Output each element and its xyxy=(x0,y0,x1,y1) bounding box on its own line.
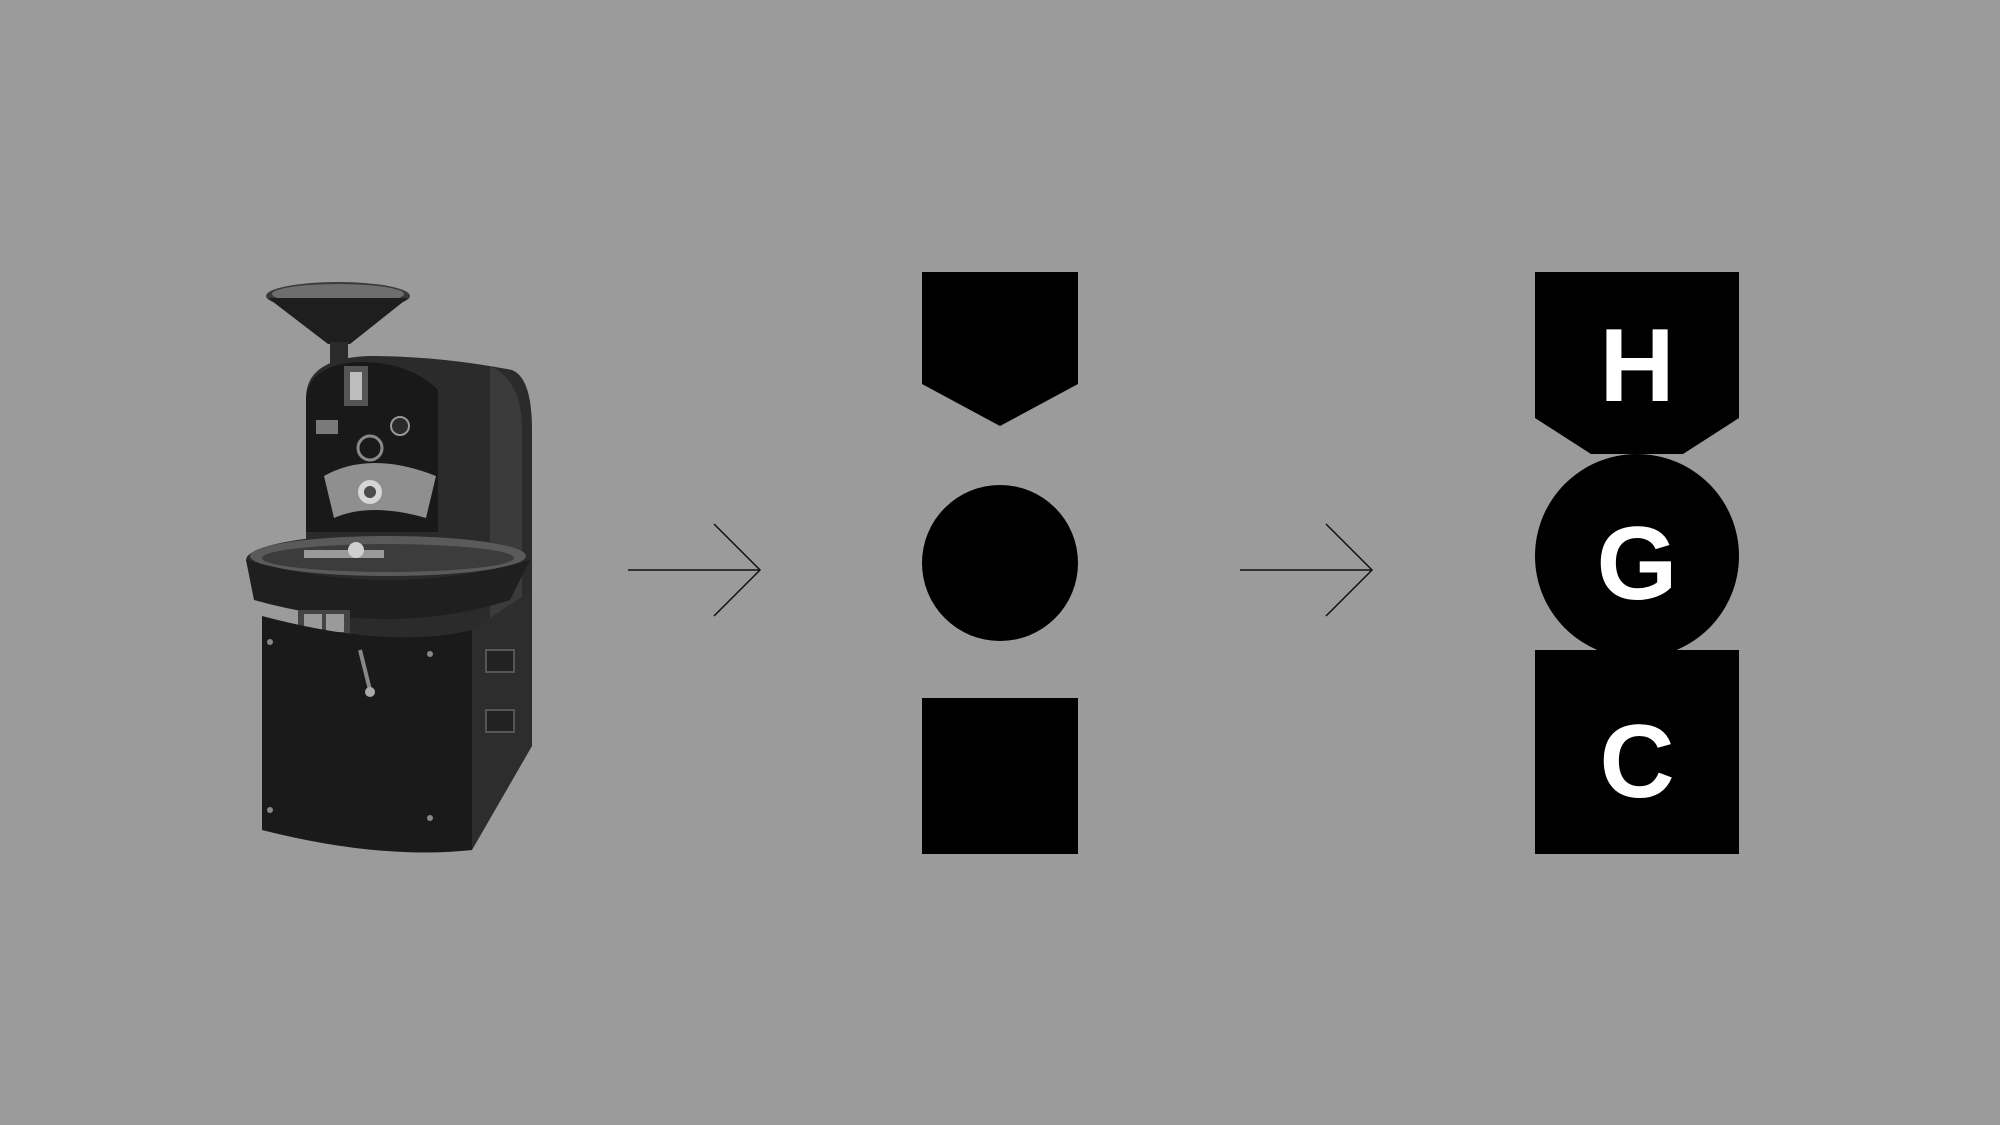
pentagon-shape xyxy=(922,272,1078,426)
coffee-roaster-image xyxy=(246,282,532,853)
logo-letter-g: G xyxy=(1596,506,1678,622)
abstract-shapes xyxy=(922,272,1078,854)
arrow-right-icon xyxy=(1240,523,1374,617)
logo-letter-h: H xyxy=(1599,308,1675,424)
circle-shape xyxy=(922,485,1078,641)
square-shape xyxy=(922,698,1078,854)
hgc-logo: H G C xyxy=(1535,272,1739,854)
logo-letter-c: C xyxy=(1599,704,1675,820)
hgc-logo-mark xyxy=(1535,272,1739,854)
arrow-right-icon xyxy=(628,523,762,617)
